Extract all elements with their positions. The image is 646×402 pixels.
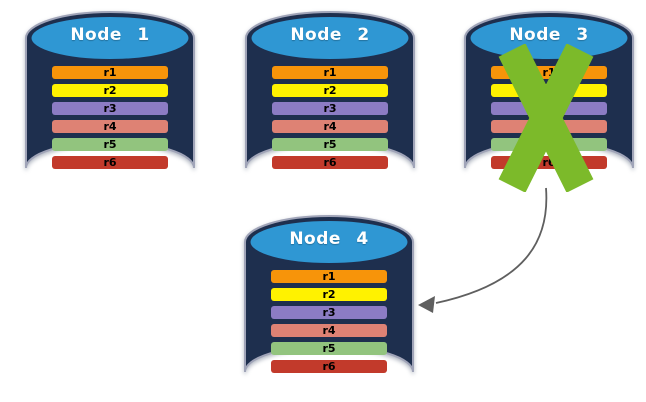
row-label: r6 bbox=[542, 156, 556, 169]
row-r1: r1 bbox=[272, 66, 388, 79]
row-r2: r2 bbox=[52, 84, 168, 97]
row-list: r1 r2 r3 r4 r5 r6 bbox=[52, 66, 168, 174]
row-r5: r5 bbox=[272, 138, 388, 151]
row-label: r4 bbox=[323, 120, 337, 133]
cylinder-top bbox=[249, 220, 409, 264]
row-r6: r6 bbox=[52, 156, 168, 169]
row-list: r1 r2 r3 r4 r5 r6 bbox=[271, 270, 387, 378]
row-r4: r4 bbox=[52, 120, 168, 133]
cylinder-top bbox=[30, 16, 190, 60]
row-r5: r5 bbox=[271, 342, 387, 355]
row-label: r5 bbox=[322, 342, 336, 355]
failover-arrow-icon bbox=[418, 187, 548, 313]
row-label: r2 bbox=[323, 84, 337, 97]
row-r2: r2 bbox=[271, 288, 387, 301]
row-label: r1 bbox=[322, 270, 336, 283]
arrow-head bbox=[418, 296, 435, 313]
row-r5: r5 bbox=[52, 138, 168, 151]
row-label: r4 bbox=[103, 120, 117, 133]
row-r2: r2 bbox=[272, 84, 388, 97]
row-r6: r6 bbox=[271, 360, 387, 373]
node-3: Node 3 r1 r2 r3 r4 r5 r6 bbox=[462, 8, 636, 200]
row-r3: r3 bbox=[52, 102, 168, 115]
row-label: r5 bbox=[323, 138, 337, 151]
row-label: r6 bbox=[323, 156, 337, 169]
row-r4: r4 bbox=[271, 324, 387, 337]
row-label: r3 bbox=[103, 102, 117, 115]
node-title: Node 1 bbox=[70, 25, 150, 45]
row-r3: r3 bbox=[272, 102, 388, 115]
row-list: r1 r2 r3 r4 r5 r6 bbox=[272, 66, 388, 174]
node-1: Node 1 r1 r2 r3 r4 r5 r6 bbox=[23, 8, 197, 200]
row-label: r2 bbox=[322, 288, 336, 301]
node-title: Node 3 bbox=[509, 25, 589, 45]
row-label: r2 bbox=[103, 84, 117, 97]
row-label: r6 bbox=[103, 156, 117, 169]
node-4: Node 4 r1 r2 r3 r4 r5 r6 bbox=[242, 212, 416, 402]
x-stroke bbox=[498, 44, 594, 192]
row-r4: r4 bbox=[272, 120, 388, 133]
row-label: r4 bbox=[322, 324, 336, 337]
row-r6: r6 bbox=[272, 156, 388, 169]
row-label: r1 bbox=[103, 66, 117, 79]
node-2: Node 2 r1 r2 r3 r4 r5 r6 bbox=[243, 8, 417, 200]
row-r3: r3 bbox=[271, 306, 387, 319]
row-label: r6 bbox=[322, 360, 336, 373]
cylinder-top bbox=[250, 16, 410, 60]
node-title: Node 2 bbox=[290, 25, 370, 45]
cylinder-top bbox=[469, 16, 629, 60]
arrow-curve bbox=[435, 187, 548, 304]
row-label: r3 bbox=[322, 306, 336, 319]
row-r1: r1 bbox=[271, 270, 387, 283]
row-label: r1 bbox=[542, 66, 556, 79]
row-label: r1 bbox=[323, 66, 337, 79]
row-label: r5 bbox=[103, 138, 117, 151]
node-title: Node 4 bbox=[289, 229, 369, 249]
row-label: r3 bbox=[323, 102, 337, 115]
failed-x-icon bbox=[498, 44, 594, 192]
row-r1: r1 bbox=[52, 66, 168, 79]
